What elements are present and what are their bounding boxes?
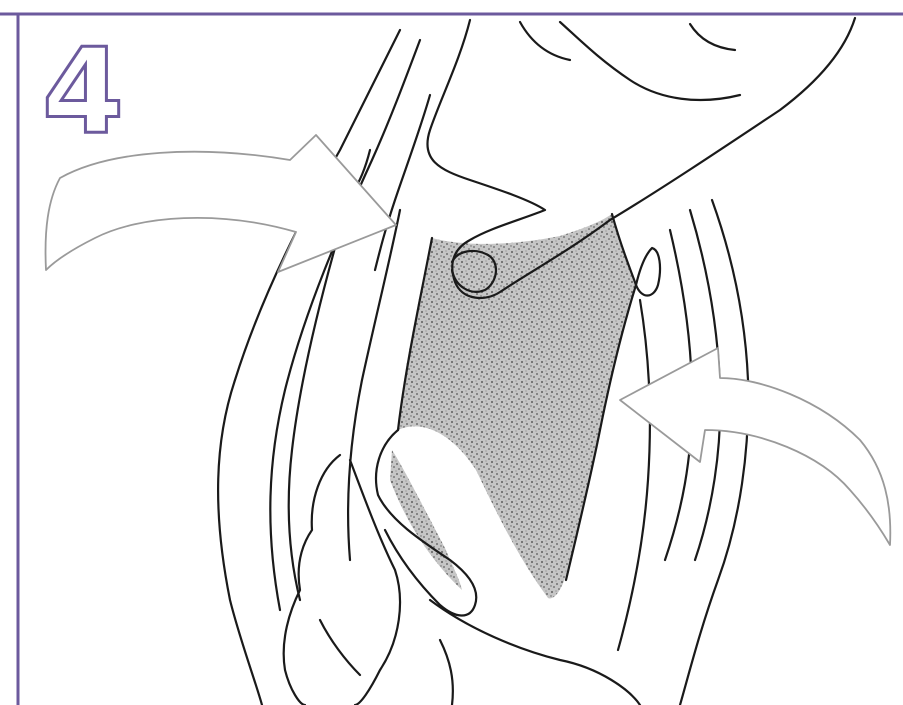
lower-hand-finger-tip — [440, 640, 453, 705]
left-strap-inner-2 — [375, 95, 430, 270]
step-number: 4 — [42, 32, 124, 150]
left-strap-outer — [218, 30, 400, 705]
upper-hand-knuckle — [560, 22, 740, 100]
right-strap-tab — [636, 248, 660, 296]
upper-hand-finger-2 — [690, 24, 735, 50]
left-strap-edge — [348, 210, 400, 560]
upper-hand-finger-1 — [520, 22, 570, 60]
left-strap-inner-1 — [270, 40, 420, 610]
right-strap-fold — [618, 300, 650, 650]
curved-arrow-left-icon — [620, 348, 890, 545]
lower-hand — [284, 455, 340, 705]
textured-patch-lower — [390, 450, 462, 590]
lower-hand-fingers — [350, 460, 400, 705]
lower-hand-crease — [320, 620, 360, 675]
left-strap-fold — [289, 230, 340, 600]
